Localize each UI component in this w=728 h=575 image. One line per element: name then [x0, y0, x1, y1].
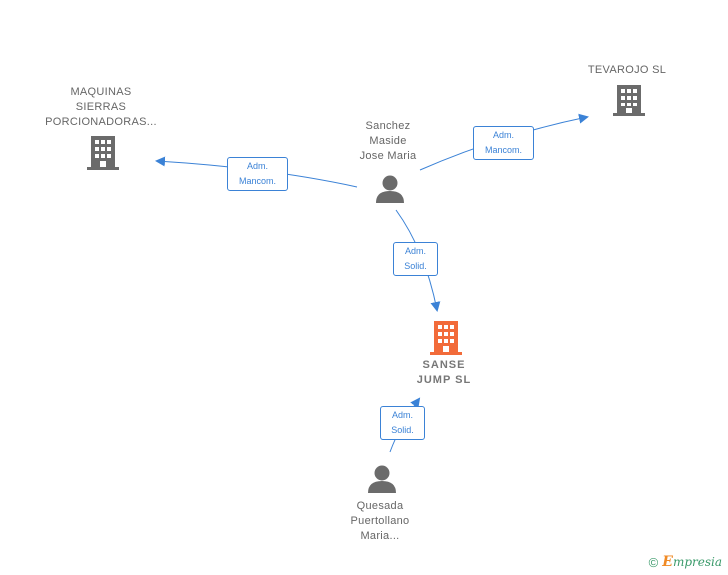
copyright-symbol: © [648, 554, 659, 570]
edge-label-sanchez-maquinas[interactable]: Adm. Mancom. [227, 157, 288, 191]
building-icon[interactable] [613, 85, 645, 116]
label-line: MAQUINAS [70, 86, 132, 98]
node-label-sanse[interactable]: SANSE JUMP SL [394, 358, 494, 388]
label-line: JUMP SL [416, 374, 472, 386]
empresia-logo[interactable]: Empresia [662, 554, 722, 570]
label-line: Quesada [356, 500, 404, 512]
label-line: Jose Maria [359, 150, 417, 162]
node-label-quesada[interactable]: Quesada Puertollano Maria... [325, 499, 435, 544]
edge-label-line: Mancom. [238, 176, 276, 186]
edge-label-line: Solid. [404, 261, 427, 271]
person-icon[interactable] [376, 175, 404, 204]
node-label-maquinas[interactable]: MAQUINAS SIERRAS PORCIONADORAS... [30, 85, 172, 130]
footer-brand: © Empresia [649, 554, 722, 570]
edge-label-sanchez-tevarojo[interactable]: Adm. Mancom. [473, 126, 534, 160]
label-line: Sanchez [365, 120, 411, 132]
edge-label-line: Solid. [391, 425, 414, 435]
edge-label-line: Adm. [391, 410, 413, 420]
node-label-tevarojo[interactable]: TEVAROJO SL [567, 63, 687, 78]
edge-label-sanchez-sanse[interactable]: Adm. Solid. [393, 242, 438, 276]
edge-label-line: Adm. [492, 130, 514, 140]
edge-label-line: Adm. [404, 246, 426, 256]
person-icon[interactable] [368, 465, 396, 494]
building-icon[interactable] [87, 136, 119, 170]
label-line: TEVAROJO SL [587, 64, 667, 76]
edge-label-line: Adm. [246, 161, 268, 171]
node-label-sanchez[interactable]: Sanchez Maside Jose Maria [338, 119, 438, 164]
label-line: SIERRAS [75, 101, 127, 113]
edge-label-quesada-sanse[interactable]: Adm. Solid. [380, 406, 425, 440]
label-line: Maside [369, 135, 407, 147]
edge-label-line: Mancom. [484, 145, 522, 155]
label-line: SANSE [422, 359, 466, 371]
building-icon[interactable] [430, 321, 462, 355]
brand-initial: E [662, 554, 673, 570]
label-line: PORCIONADORAS... [45, 116, 157, 128]
label-line: Maria... [360, 530, 400, 542]
brand-rest: mpresia [672, 555, 722, 569]
label-line: Puertollano [350, 515, 410, 527]
